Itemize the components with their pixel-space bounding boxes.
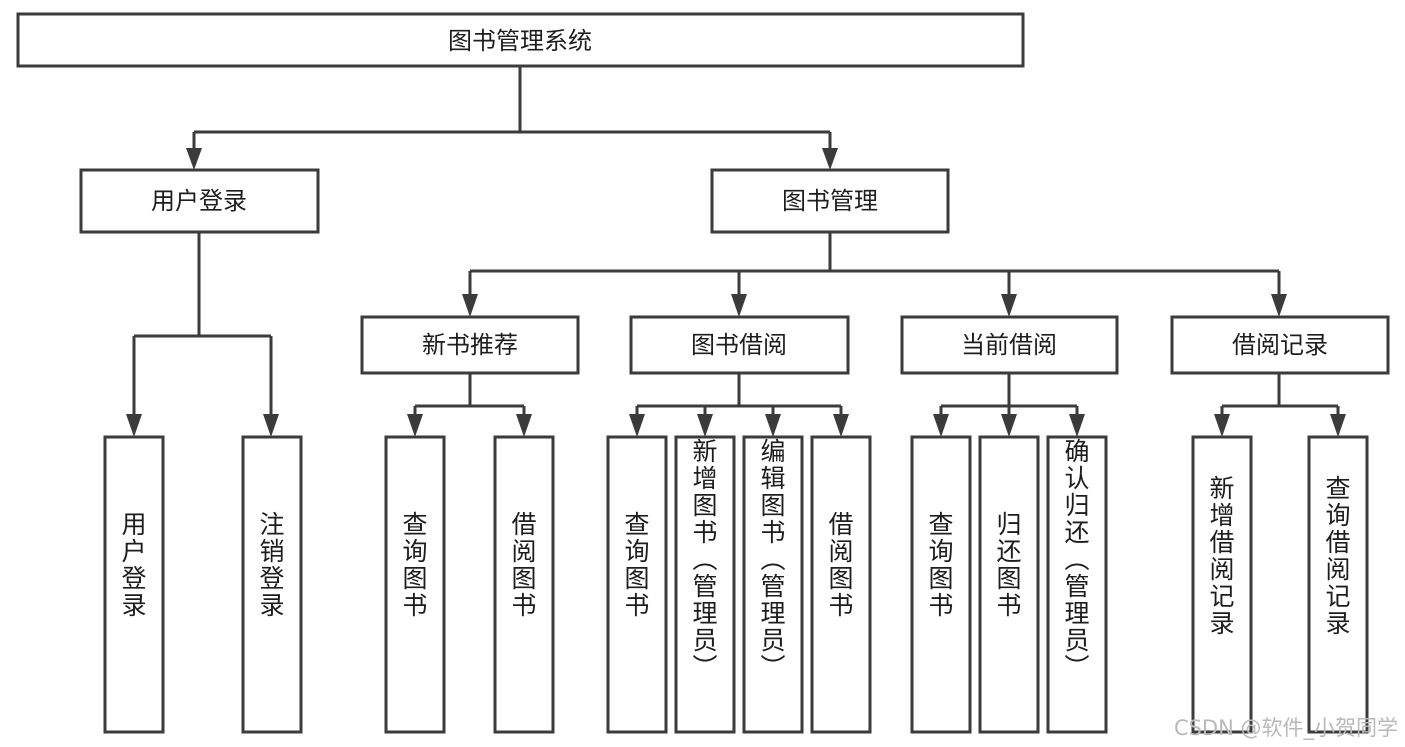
leaf-bb-add-book[interactable]: 新增图书︵管理员︶ — [674, 435, 736, 734]
leaf-br-add-record[interactable]: 新增借阅记录 — [1191, 435, 1253, 734]
leaf-cb-return-book[interactable]: 归还图书 — [978, 435, 1040, 734]
leaf-logout-rect[interactable] — [241, 435, 303, 734]
leaf-logout[interactable]: 注销登录 — [241, 435, 303, 734]
arrow-head-leaf-logout — [263, 414, 279, 437]
leaf-nbr-borrow-book-rect[interactable] — [493, 435, 555, 734]
leaf-bb-query-book-rect[interactable] — [606, 435, 668, 734]
leaf-cb-query-book[interactable]: 查询图书 — [910, 435, 972, 734]
leaf-nbr-query-book-rect[interactable] — [384, 435, 446, 734]
arrow-head-leaf-cb-return — [1001, 414, 1017, 437]
connector-group-user-login-to-leaves — [126, 232, 279, 437]
node-book-management-label: 图书管理 — [782, 187, 878, 215]
node-current-borrow[interactable]: 当前借阅 — [900, 315, 1119, 375]
arrow-head-borrow-records — [1271, 294, 1287, 317]
csdn-watermark: CSDN @软件_小贺同学 — [1174, 716, 1398, 741]
connector-group-root-to-level2 — [186, 66, 838, 170]
arrow-head-leaf-bb-query — [629, 414, 645, 437]
node-current-borrow-label: 当前借阅 — [961, 331, 1057, 359]
connector-group-book-mgmt-to-level3 — [462, 232, 1287, 317]
leaf-br-query-record[interactable]: 查询借阅记录 — [1307, 435, 1369, 734]
node-user-login[interactable]: 用户登录 — [79, 168, 320, 234]
node-borrow-records[interactable]: 借阅记录 — [1170, 315, 1390, 375]
leaf-bb-borrow-book-rect[interactable] — [810, 435, 872, 734]
node-book-borrow-rect[interactable] — [629, 315, 850, 375]
leaf-bb-borrow-book[interactable]: 借阅图书 — [810, 435, 872, 734]
leaf-cb-return-book-label: 归还图书 — [996, 510, 1021, 620]
node-root-rect[interactable] — [16, 12, 1025, 68]
leaf-nbr-query-book[interactable]: 查询图书 — [384, 435, 446, 734]
arrow-head-leaf-user-login — [126, 414, 142, 437]
connector-group-new-book-recommend-to-leaves — [407, 373, 532, 437]
connector-group-book-borrow-to-leaves — [629, 373, 849, 437]
connector-group-borrow-records-to-leaves — [1214, 373, 1346, 437]
leaf-cb-confirm-return[interactable]: 确认归还︵管理员︶ — [1046, 435, 1108, 734]
leaf-br-add-record-rect[interactable] — [1191, 435, 1253, 734]
leaf-br-query-record-label: 查询借阅记录 — [1325, 474, 1350, 638]
node-book-management[interactable]: 图书管理 — [710, 168, 950, 234]
node-book-borrow[interactable]: 图书借阅 — [629, 315, 850, 375]
arrow-head-book-mgmt — [822, 148, 838, 170]
node-new-book-recommend-rect[interactable] — [360, 315, 580, 375]
node-borrow-records-label: 借阅记录 — [1232, 331, 1328, 359]
arrow-head-leaf-cb-query — [933, 414, 949, 437]
node-book-borrow-label: 图书借阅 — [691, 331, 787, 359]
arrow-head-leaf-bb-add — [697, 414, 713, 437]
leaf-cb-return-book-rect[interactable] — [978, 435, 1040, 734]
leaf-bb-edit-book-rect[interactable] — [742, 435, 804, 734]
leaf-bb-query-book-label: 查询图书 — [624, 510, 649, 620]
arrow-head-book-borrow — [731, 294, 747, 317]
leaf-user-login-rect[interactable] — [103, 435, 165, 734]
leaf-nbr-query-book-label: 查询图书 — [402, 510, 427, 620]
arrow-head-leaf-bb-borrow — [833, 414, 849, 437]
arrow-head-leaf-nbr-query — [407, 414, 423, 437]
arrow-head-leaf-br-add — [1214, 414, 1230, 437]
leaf-bb-edit-book[interactable]: 编辑图书︵管理员︶ — [742, 435, 804, 734]
node-borrow-records-rect[interactable] — [1170, 315, 1390, 375]
leaf-logout-label: 注销登录 — [259, 510, 284, 620]
leaf-bb-edit-book-label: 编辑图书︵管理员︶ — [760, 437, 785, 682]
arrow-head-user-login — [186, 148, 202, 170]
leaf-bb-query-book[interactable]: 查询图书 — [606, 435, 668, 734]
leaf-br-add-record-label: 新增借阅记录 — [1209, 474, 1234, 638]
node-new-book-recommend-label: 新书推荐 — [422, 331, 518, 359]
node-user-login-rect[interactable] — [79, 168, 320, 234]
leaf-bb-add-book-label: 新增图书︵管理员︶ — [692, 437, 717, 682]
leaf-user-login-label: 用户登录 — [121, 510, 146, 620]
arrow-head-leaf-br-query — [1330, 414, 1346, 437]
node-new-book-recommend[interactable]: 新书推荐 — [360, 315, 580, 375]
arrow-head-leaf-bb-edit — [765, 414, 781, 437]
leaf-nbr-borrow-book-label: 借阅图书 — [511, 510, 536, 620]
node-root-label: 图书管理系统 — [448, 27, 592, 55]
leaf-cb-query-book-label: 查询图书 — [928, 510, 953, 620]
leaf-user-login[interactable]: 用户登录 — [103, 435, 165, 734]
leaf-bb-add-book-rect[interactable] — [674, 435, 736, 734]
leaf-bb-borrow-book-label: 借阅图书 — [828, 510, 853, 620]
node-user-login-label: 用户登录 — [151, 187, 247, 215]
leaf-nbr-borrow-book[interactable]: 借阅图书 — [493, 435, 555, 734]
node-root[interactable]: 图书管理系统 — [16, 12, 1025, 68]
arrow-head-new-book-recommend — [462, 294, 478, 317]
leaf-cb-confirm-return-label: 确认归还︵管理员︶ — [1064, 437, 1089, 682]
node-current-borrow-rect[interactable] — [900, 315, 1119, 375]
arrow-head-current-borrow — [1001, 294, 1017, 317]
arrow-head-leaf-nbr-borrow — [516, 414, 532, 437]
leaf-br-query-record-rect[interactable] — [1307, 435, 1369, 734]
connector-group-current-borrow-to-leaves — [933, 373, 1085, 437]
arrow-head-leaf-cb-confirm — [1069, 414, 1085, 437]
leaf-cb-query-book-rect[interactable] — [910, 435, 972, 734]
node-book-management-rect[interactable] — [710, 168, 950, 234]
leaf-cb-confirm-return-rect[interactable] — [1046, 435, 1108, 734]
